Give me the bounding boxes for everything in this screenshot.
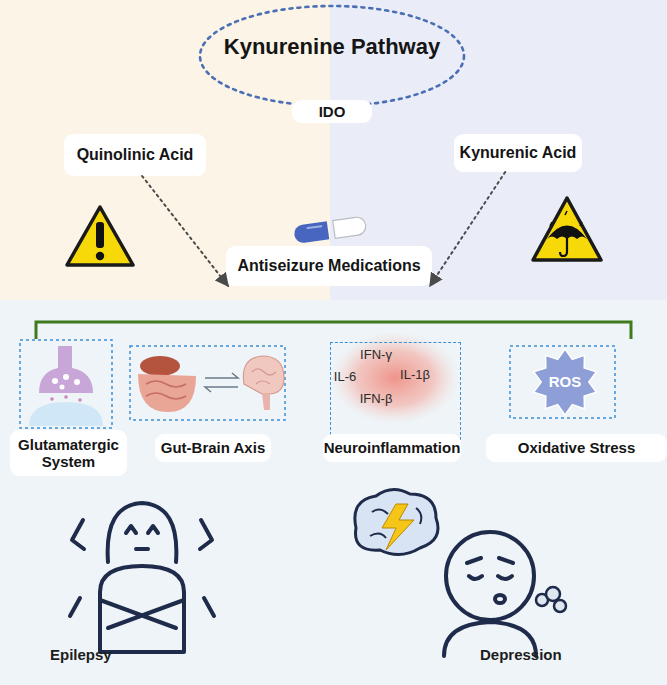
synapse-icon	[39, 346, 93, 393]
pill-icon	[293, 216, 367, 244]
brain-icon	[355, 489, 438, 554]
epilepsy-figure	[136, 547, 148, 551]
node-text: IFN-γ	[360, 348, 392, 363]
node-text: Glutamatergic System	[10, 436, 127, 471]
background-panels	[0, 300, 667, 685]
pill-icon	[308, 226, 322, 228]
bracket-line	[36, 322, 631, 339]
depression-figure	[446, 532, 534, 620]
enzyme-box: IDO	[292, 100, 372, 123]
node-text: Kynurenic Acid	[460, 144, 577, 162]
node-text: IL-6	[334, 370, 356, 385]
node-text: Antiseizure Medications	[237, 257, 420, 275]
dashed-frame	[20, 340, 112, 428]
figure-label: Epilepsy	[50, 646, 112, 663]
node-text: Kynurenine Pathway	[224, 34, 440, 59]
brain-icon	[355, 489, 438, 554]
warning-icon	[96, 222, 104, 248]
node-text: Gut-Brain Axis	[161, 439, 265, 456]
metabolite-box: Quinolinic Acid	[64, 134, 206, 176]
synapse-icon	[29, 402, 103, 426]
synapse-icon	[63, 374, 69, 380]
epilepsy-figure	[70, 598, 214, 616]
epilepsy-figure	[126, 526, 158, 533]
mechanism-label: Neuroinflammation	[323, 434, 461, 462]
synapse-icon	[52, 378, 58, 384]
epilepsy-figure	[100, 600, 184, 628]
dotted-arrow	[142, 176, 228, 286]
gut-brain-icon	[140, 356, 180, 376]
node-text: IDO	[319, 103, 346, 120]
depression-figure	[546, 587, 560, 601]
depression-figure	[554, 600, 566, 612]
gut-brain-icon	[262, 394, 270, 410]
ros-star: ROS	[527, 348, 603, 416]
gut-brain-icon	[138, 356, 284, 412]
protection-icon	[550, 211, 582, 226]
node-text: IFN-β	[360, 392, 393, 407]
depression-figure	[495, 595, 505, 603]
pill-icon	[293, 221, 329, 244]
synapse-icon	[74, 379, 80, 385]
epilepsy-figure	[70, 503, 214, 652]
warning-icon	[67, 207, 133, 265]
mechanism-label: Gut-Brain Axis	[155, 434, 271, 462]
node-text: Quinolinic Acid	[77, 146, 194, 164]
synapse-icon	[64, 395, 68, 399]
dotted-arrow	[430, 172, 505, 286]
bracket-line	[36, 322, 631, 339]
protection-icon	[547, 226, 587, 240]
node-text: IL-1β	[400, 368, 430, 383]
gut-brain-icon	[205, 387, 238, 392]
depression-figure	[444, 532, 566, 656]
epilepsy-figure	[72, 520, 212, 549]
pathway-ellipse: Kynurenine Pathway	[198, 4, 466, 108]
ellipse-outline	[200, 6, 464, 106]
protection-icon	[533, 198, 601, 260]
depression-figure	[469, 576, 512, 579]
warning-icon	[96, 252, 104, 260]
node-text: Neuroinflammation	[324, 439, 461, 456]
synapse-icon	[50, 397, 54, 401]
synapse-icon	[78, 398, 82, 402]
medication-box: Antiseizure Medications	[226, 246, 432, 286]
node-text: ROS	[549, 373, 582, 390]
pill-icon	[333, 216, 367, 238]
gut-brain-icon	[205, 373, 238, 378]
warning-icon	[67, 207, 133, 265]
node-text: Oxidative Stress	[518, 439, 636, 456]
cytokine-box: IFN-γIL-6 IL-1βIFN-β	[330, 342, 461, 440]
figure-label: Depression	[480, 646, 562, 663]
protection-icon	[560, 238, 567, 256]
gut-brain-icon	[146, 381, 186, 399]
synapse-icon	[29, 346, 103, 426]
mechanism-label: Glutamatergic System	[10, 430, 127, 476]
epilepsy-figure	[100, 566, 184, 652]
inflammation-glow	[331, 332, 459, 424]
depression-figure	[467, 558, 513, 563]
gut-brain-icon	[252, 369, 276, 384]
synapse-icon	[60, 385, 65, 390]
gut-brain-icon	[138, 374, 196, 412]
star-outline	[534, 349, 597, 415]
inflammation-glow	[331, 332, 459, 424]
gut-brain-icon	[243, 356, 284, 394]
dashed-frame	[510, 346, 615, 418]
dashed-frame	[130, 346, 285, 420]
metabolite-box: Kynurenic Acid	[454, 134, 582, 172]
mechanism-label: Oxidative Stress	[486, 434, 667, 462]
dashed-frame	[20, 340, 615, 428]
brain-icon	[382, 504, 414, 550]
epilepsy-figure	[108, 503, 177, 562]
protection-icon	[533, 198, 601, 260]
